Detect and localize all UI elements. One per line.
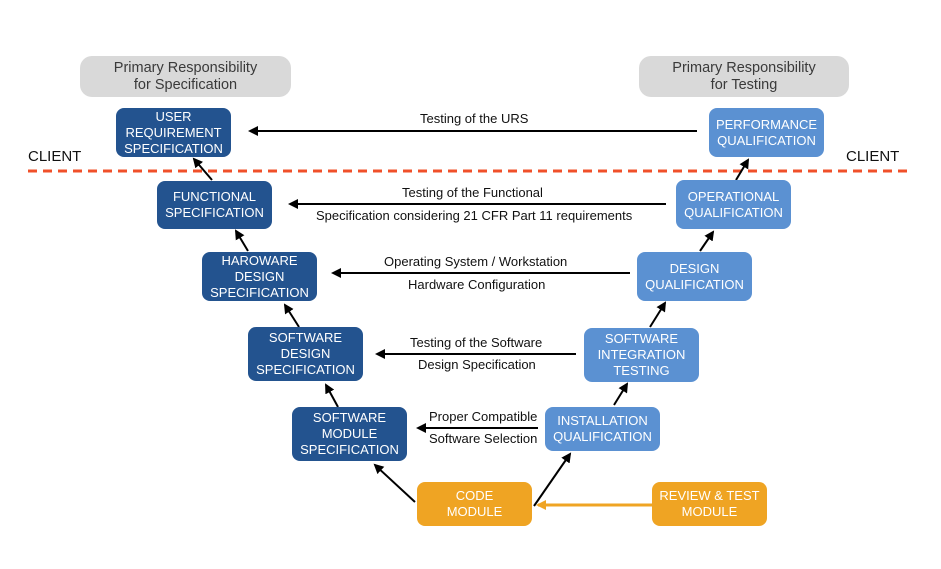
box-functional-specification: FUNCTIONAL SPECIFICATION <box>157 181 272 229</box>
box-software-design-specification: SOFTWARE DESIGN SPECIFICATION <box>248 327 363 381</box>
box-software-integration-testing: SOFTWARE INTEGRATION TESTING <box>584 328 699 382</box>
header-specification: Primary Responsibility for Specification <box>80 56 291 97</box>
arrow-dq-to-oq <box>699 230 715 252</box>
label-fs-top: Testing of the Functional <box>402 185 543 200</box>
arrow-sit-to-dq <box>649 301 667 328</box>
label-sds-bottom: Design Specification <box>418 357 536 372</box>
box-operational-qualification: OPERATIONAL QUALIFICATION <box>676 180 791 229</box>
label-testing-urs: Testing of the URS <box>420 111 529 126</box>
arrow-code-to-iq <box>533 452 572 507</box>
label-hds-bottom: Hardware Configuration <box>408 277 546 292</box>
client-label-left: CLIENT <box>28 148 82 165</box>
box-hardware-design-specification: HAROWARE DESIGN SPECIFICATION <box>202 252 317 301</box>
box-software-module-specification: SOFTWARE MODULE SPECIFICATION <box>292 407 407 461</box>
box-design-qualification: DESIGN QUALIFICATION <box>637 252 752 301</box>
arrow-iq-to-sit <box>613 382 629 406</box>
box-code-module: CODE MODULE <box>417 482 532 526</box>
arrow-sms-to-sds <box>325 383 339 408</box>
arrow-sds-to-hds <box>283 303 300 328</box>
client-label-right: CLIENT <box>846 148 900 165</box>
box-performance-qualification: PERFORMANCE QUALIFICATION <box>709 108 824 157</box>
arrow-code-to-sms <box>373 463 416 503</box>
arrow-hds-to-fs <box>234 229 249 252</box>
label-sds-top: Testing of the Software <box>410 335 543 350</box>
box-installation-qualification: INSTALLATION QUALIFICATION <box>545 407 660 451</box>
box-review-test-module: REVIEW & TEST MODULE <box>652 482 767 526</box>
label-sms-top: Proper Compatible <box>429 409 538 424</box>
box-user-requirement-specification: USER REQUIREMENT SPECIFICATION <box>116 108 231 157</box>
label-fs-bottom: Specification considering 21 CFR Part 11… <box>316 208 633 223</box>
arrow-oq-to-pq <box>735 158 750 181</box>
label-hds-top: Operating System / Workstation <box>384 254 568 269</box>
arrow-fs-to-urs <box>192 157 213 181</box>
label-sms-bottom: Software Selection <box>429 431 538 446</box>
header-testing: Primary Responsibility for Testing <box>639 56 849 97</box>
